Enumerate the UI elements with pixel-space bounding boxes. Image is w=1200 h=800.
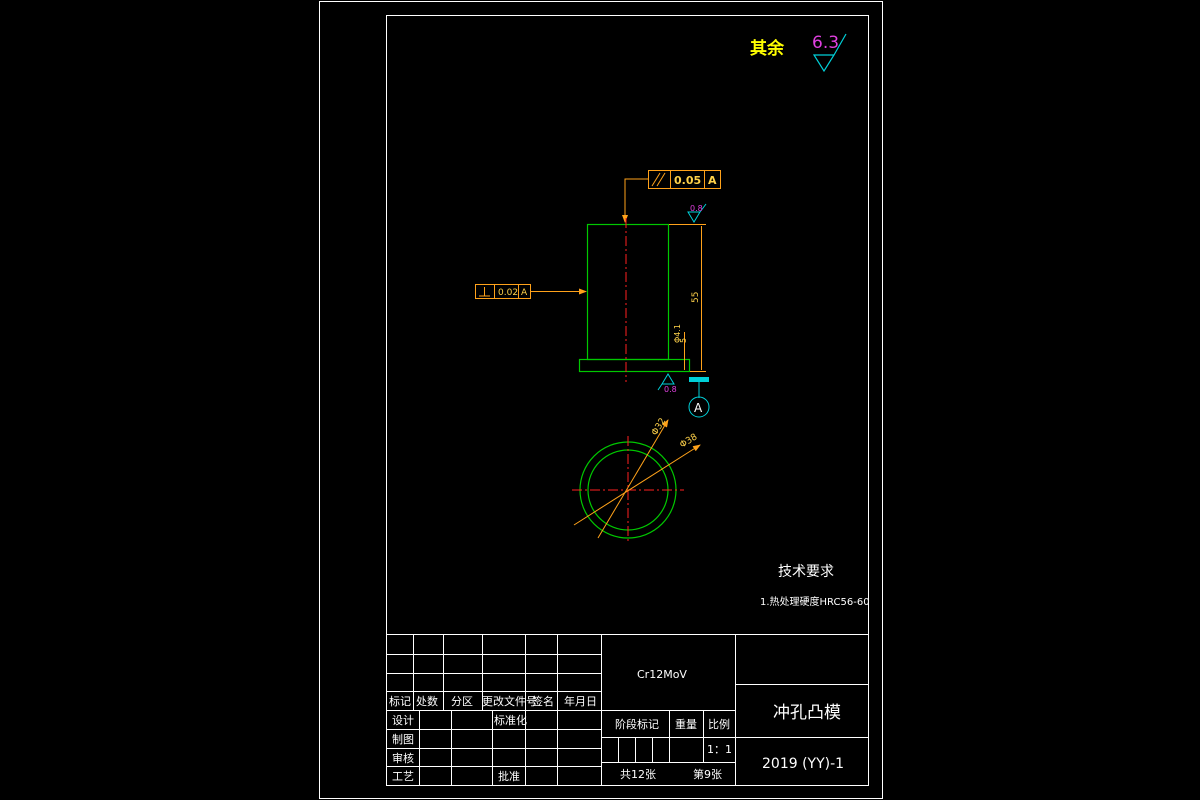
parallelism-datum: A xyxy=(708,174,717,187)
height-dimension: 55 Φ4.1 5 xyxy=(669,224,706,372)
rev-header-doc: 更改文件号 xyxy=(482,694,537,708)
rev-header-sign: 签名 xyxy=(532,694,554,708)
perpendicularity-frame: 0.02 A xyxy=(475,284,587,299)
perpendicularity-datum: A xyxy=(521,288,528,298)
sheet-number: 第9张 xyxy=(693,767,722,781)
roughness-symbol xyxy=(812,33,847,73)
punch-top-view: Φ32 Φ38 xyxy=(572,417,701,544)
roughness-bottom-value: 0.8 xyxy=(664,385,677,394)
rev-header-count: 处数 xyxy=(416,695,438,708)
approval-label: 批准 xyxy=(498,769,520,783)
sheet-border xyxy=(319,1,883,799)
total-sheets: 共12张 xyxy=(620,768,656,781)
roughness-top-mark: 0.8 xyxy=(687,203,707,223)
drawing-frame xyxy=(386,15,869,786)
part-name: 冲孔凸模 xyxy=(773,703,841,723)
rev-header-mark: 标记 xyxy=(389,694,411,708)
role-design: 设计 xyxy=(392,714,414,727)
height-value: 55 xyxy=(691,292,701,303)
datum-a-symbol: A xyxy=(688,377,710,418)
weight-label: 重量 xyxy=(675,717,697,731)
rev-header-zone: 分区 xyxy=(451,695,473,708)
roughness-bottom-mark: 0.8 xyxy=(657,373,677,394)
role-draft: 制图 xyxy=(392,733,414,746)
perpendicularity-value: 0.02 xyxy=(498,288,518,298)
title-block xyxy=(386,634,869,786)
dia-inner-value: Φ32 xyxy=(650,417,668,438)
roughness-top-value: 0.8 xyxy=(690,204,703,213)
stage-mark-label: 阶段标记 xyxy=(615,717,659,731)
tech-requirements-title: 技术要求 xyxy=(778,564,834,580)
parallelism-frame: 0.05 A xyxy=(622,170,721,223)
rev-header-date: 年月日 xyxy=(564,694,597,708)
shoulder-value: 5 xyxy=(679,338,688,343)
drawing-number: 2019 (YY)-1 xyxy=(762,756,844,772)
parallelism-value: 0.05 xyxy=(674,174,701,187)
standardization-label: 标准化 xyxy=(494,713,527,727)
scale-label: 比例 xyxy=(708,717,730,731)
role-review: 审核 xyxy=(392,751,414,765)
general-roughness-value: 6.3 xyxy=(812,33,839,53)
material: Cr12MoV xyxy=(637,668,687,681)
punch-front-view xyxy=(578,218,691,382)
title-block-text: 标记 处数 分区 更改文件号 签名 年月日 设计 制图 审核 工艺 标准化 批准… xyxy=(389,668,844,783)
datum-a-label: A xyxy=(694,401,703,415)
scale-value: 1：1 xyxy=(707,743,732,756)
general-roughness-label: 其余 xyxy=(750,38,785,59)
general-roughness-note: 其余 6.3 xyxy=(750,33,847,73)
tech-requirement-item: 1.热处理硬度HRC56-60 xyxy=(760,595,870,608)
role-process: 工艺 xyxy=(392,770,414,783)
shoulder-dia-value: Φ4.1 xyxy=(673,324,682,343)
